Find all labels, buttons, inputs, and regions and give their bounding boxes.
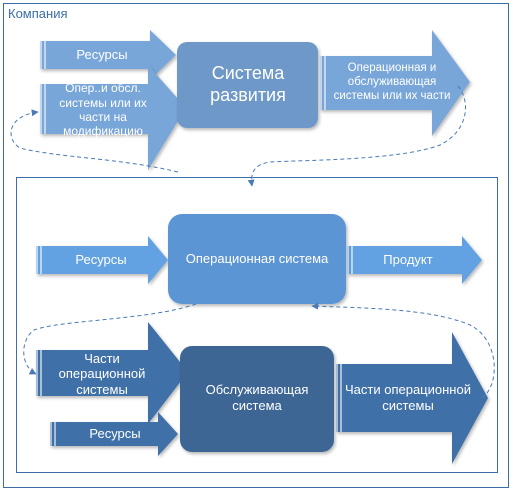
dev-box-shape — [177, 42, 318, 128]
svc-resources-arrow — [50, 412, 178, 456]
svc-stripes — [36, 350, 342, 446]
svc-output-arrow — [336, 332, 488, 464]
ops-stripes — [36, 246, 353, 274]
dashed-connector-feedback-left — [10, 109, 179, 173]
dev-systems-arrow — [40, 65, 186, 170]
dashed-connector-svc-to-ops — [311, 302, 495, 399]
dev-stripes — [40, 41, 326, 134]
ops-resources-arrow — [36, 236, 168, 284]
dev-output-arrow — [320, 30, 470, 136]
inner-frame — [16, 177, 498, 473]
company-frame — [3, 3, 509, 488]
ops-product-arrow — [347, 236, 482, 284]
svc-parts-arrow — [36, 322, 188, 424]
dev-resources-arrow — [40, 30, 176, 80]
company-title: Компания — [8, 6, 68, 21]
svc-box-shape — [180, 346, 334, 452]
ops-box-shape — [168, 214, 346, 304]
dashed-connector-dev-to-inner — [247, 85, 466, 187]
